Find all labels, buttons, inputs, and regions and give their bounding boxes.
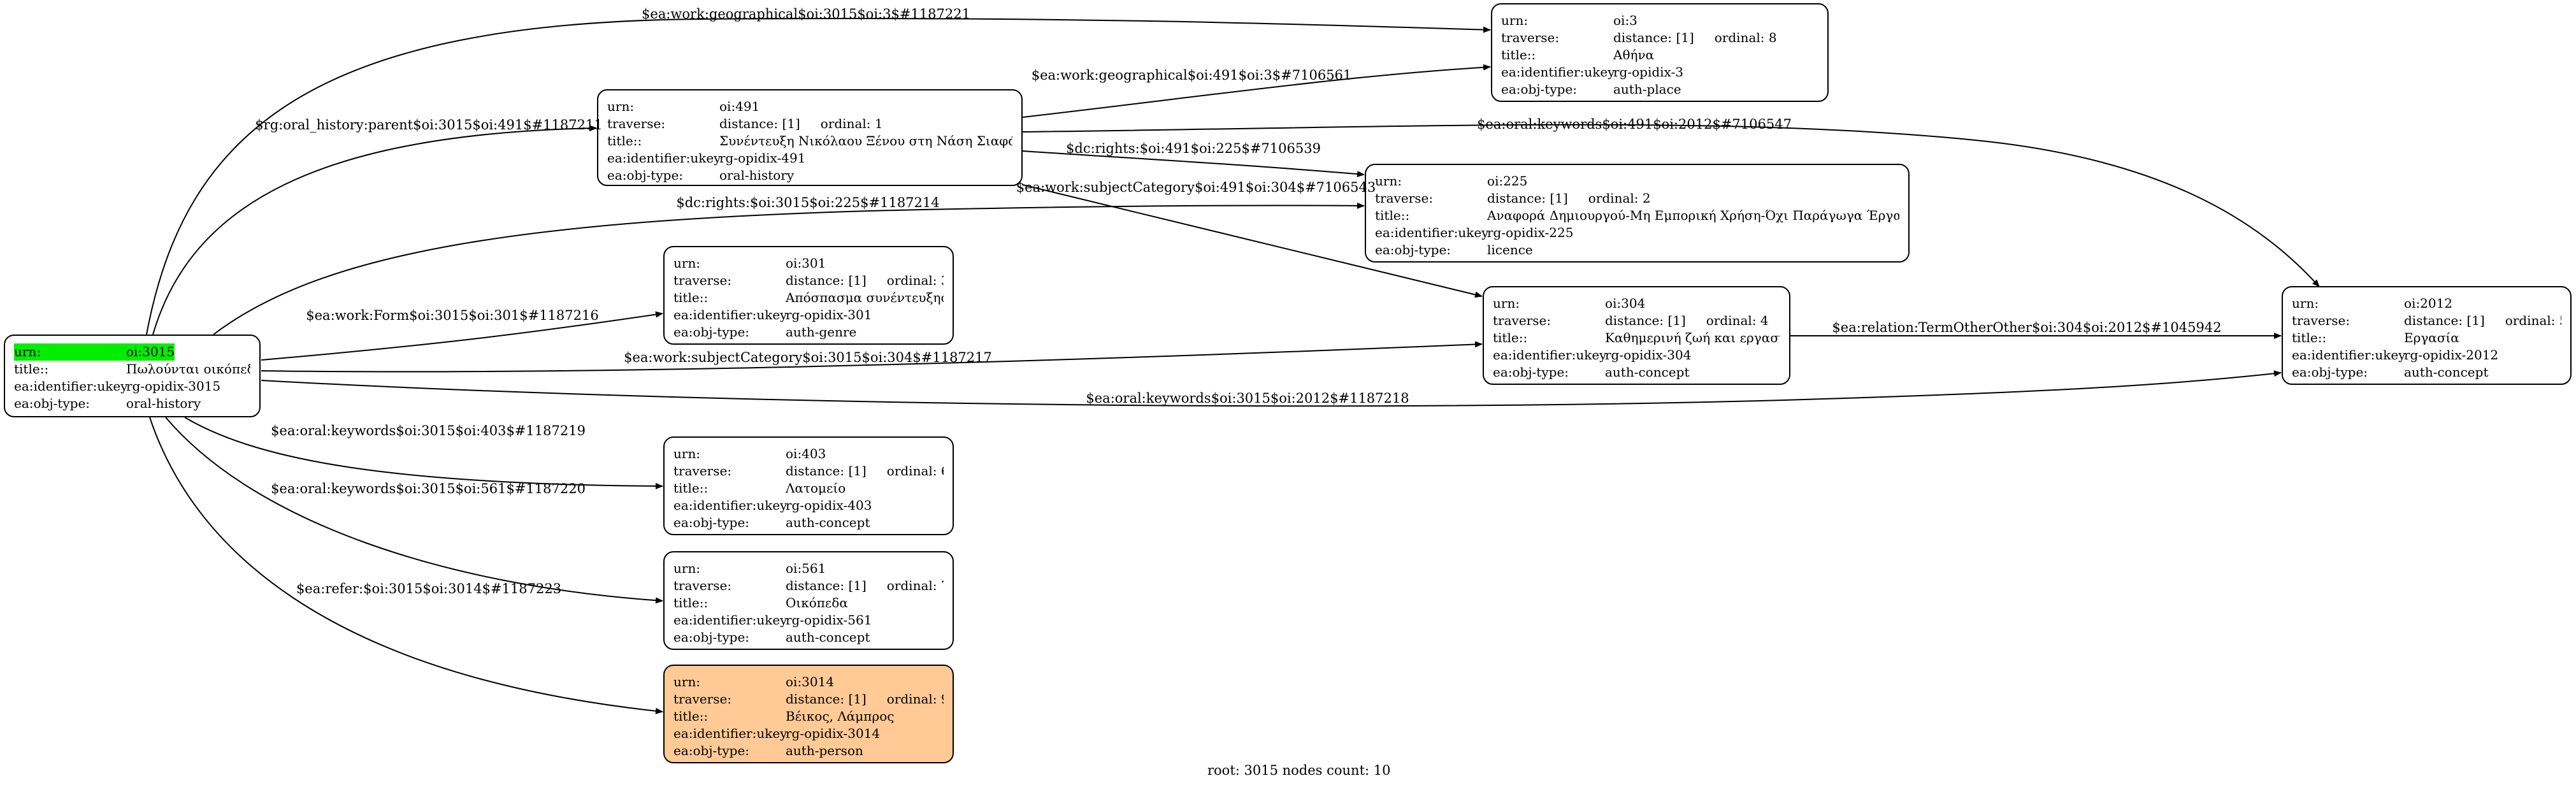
node-row: urn:oi:225 (1375, 173, 1528, 189)
node-oi-491[interactable]: urn:oi:491 traverse:distance: [1]ordinal… (597, 89, 1023, 186)
node-row: urn:oi:3 (1501, 13, 1637, 28)
node-row: traverse:distance: [1]ordinal: 4 (1493, 313, 1769, 328)
node-root[interactable]: urn:oi:3015 title::Πωλούνται οικόπεδα ea… (4, 335, 261, 417)
node-oi-2012[interactable]: urn:oi:2012 traverse:distance: [1]ordina… (2282, 286, 2572, 385)
node-row: urn:oi:491 (607, 99, 760, 114)
edge-root-403 (184, 417, 663, 489)
node-oi-304[interactable]: urn:oi:304 traverse:distance: [1]ordinal… (1483, 286, 1790, 385)
edge-label-root-561: $ea:oral:keywords$oi:3015$oi:561$#118722… (271, 481, 586, 496)
node-row: traverse:distance: [1]ordinal: 6 (673, 463, 944, 479)
node-oi-3[interactable]: urn:oi:3 traverse:distance: [1]ordinal: … (1491, 3, 1829, 102)
edge-root-225 (213, 202, 1365, 335)
edge-label-root-403: $ea:oral:keywords$oi:3015$oi:403$#118721… (271, 423, 586, 438)
node-row: title::Αθήνα (1501, 47, 1655, 62)
node-row: traverse:distance: [1]ordinal: 7 (673, 578, 944, 593)
node-row: traverse:distance: [1]ordinal: 8 (1501, 30, 1777, 45)
edge-label-304-2012: $ea:relation:TermOtherOther$oi:304$oi:20… (1832, 320, 2222, 335)
node-oi-561[interactable]: urn:oi:561 traverse:distance: [1]ordinal… (663, 551, 954, 650)
node-row: title::Λατομείο (673, 480, 846, 496)
node-row: urn:oi:301 (673, 256, 826, 271)
edge-root-3 (146, 17, 1491, 335)
node-row: urn:oi:561 (673, 561, 826, 576)
node-row: title::Αναφορά Δημιουργού-Μη Εμπορική Χρ… (1375, 208, 1899, 223)
node-row: urn:oi:3014 (673, 674, 835, 689)
node-oi-403[interactable]: urn:oi:403 traverse:distance: [1]ordinal… (663, 436, 954, 535)
edge-491-2012 (1022, 124, 2320, 287)
edge-label-491-225: $dc:rights:$oi:491$oi:225$#7106539 (1066, 141, 1321, 156)
node-row: ea:obj-type:auth-concept (673, 630, 870, 645)
node-row: title::Εργασία (2292, 330, 2459, 345)
edge-root-304 (261, 341, 1483, 373)
node-oi-225[interactable]: urn:oi:225 traverse:distance: [1]ordinal… (1365, 164, 1910, 263)
footer-node-count: root: 3015 nodes count: 10 (1207, 763, 1391, 778)
node-row: traverse:distance: [1]ordinal: 5 (2292, 313, 2561, 328)
node-row: urn:oi:3015 (14, 343, 175, 361)
node-row: traverse:distance: [1]ordinal: 2 (1375, 191, 1651, 206)
node-row: traverse:distance: [1]ordinal: 3 (673, 273, 944, 288)
node-row: ea:obj-type:auth-concept (673, 515, 870, 530)
edge-label-root-3: $ea:work:geographical$oi:3015$oi:3$#1187… (642, 6, 970, 22)
edge-label-491-3: $ea:work:geographical$oi:491$oi:3$#71065… (1031, 68, 1352, 83)
node-row: title::Οικόπεδα (673, 595, 848, 610)
edge-root-3014 (149, 417, 663, 714)
node-oi-3014[interactable]: urn:oi:3014 traverse:distance: [1]ordina… (663, 665, 954, 763)
node-row: title::Καθημερινή ζωή και εργασία (1493, 330, 1780, 345)
edge-491-3 (1022, 64, 1491, 118)
node-oi-301[interactable]: urn:oi:301 traverse:distance: [1]ordinal… (663, 246, 954, 345)
node-row: ea:obj-type:auth-genre (673, 324, 857, 340)
edge-root-491 (152, 125, 597, 335)
node-row: urn:oi:403 (673, 446, 826, 461)
node-row: title::Πωλούνται οικόπεδα (14, 361, 250, 377)
edge-root-301 (261, 311, 663, 361)
node-row: ea:obj-type:auth-concept (2292, 364, 2489, 380)
node-row: title::Συνέντευξη Νικόλαου Ξένου στη Νάσ… (607, 133, 1012, 148)
edge-label-491-2012: $ea:oral:keywords$oi:491$oi:2012$#710654… (1477, 117, 1792, 132)
node-row: title::Απόσπασμα συνέντευξης (673, 290, 944, 305)
node-row: ea:obj-type:auth-person (673, 743, 863, 758)
edge-label-root-2012: $ea:oral:keywords$oi:3015$oi:2012$#11872… (1086, 391, 1409, 406)
node-row: urn:oi:2012 (2292, 296, 2453, 311)
node-row: ea:obj-type:licence (1375, 242, 1533, 257)
node-row: ea:obj-type:oral-history (14, 396, 201, 411)
edge-root-2012 (261, 370, 2282, 407)
edge-label-root-491: $rg:oral_history:parent$oi:3015$oi:491$#… (255, 117, 603, 133)
edge-label-root-301: $ea:work:Form$oi:3015$oi:301$#1187216 (306, 308, 599, 323)
edge-label-root-3014: $ea:refer:$oi:3015$oi:3014$#1187223 (296, 581, 562, 596)
node-row: ea:obj-type:auth-place (1501, 82, 1681, 97)
node-row: ea:obj-type:auth-concept (1493, 364, 1690, 380)
edge-label-root-225: $dc:rights:$oi:3015$oi:225$#1187214 (676, 195, 940, 210)
node-row: traverse:distance: [1]ordinal: 1 (607, 116, 883, 131)
edge-label-491-304: $ea:work:subjectCategory$oi:491$oi:304$#… (1016, 180, 1376, 195)
edge-root-561 (165, 417, 663, 604)
edge-491-225 (1022, 150, 1365, 178)
node-row: traverse:distance: [1]ordinal: 9 (673, 691, 944, 707)
node-row: ea:obj-type:oral-history (607, 168, 795, 183)
node-row: urn:oi:304 (1493, 296, 1646, 311)
edge-label-root-304: $ea:work:subjectCategory$oi:3015$oi:304$… (624, 350, 992, 365)
node-row: title::Βέικος, Λάμπρος (673, 709, 895, 724)
